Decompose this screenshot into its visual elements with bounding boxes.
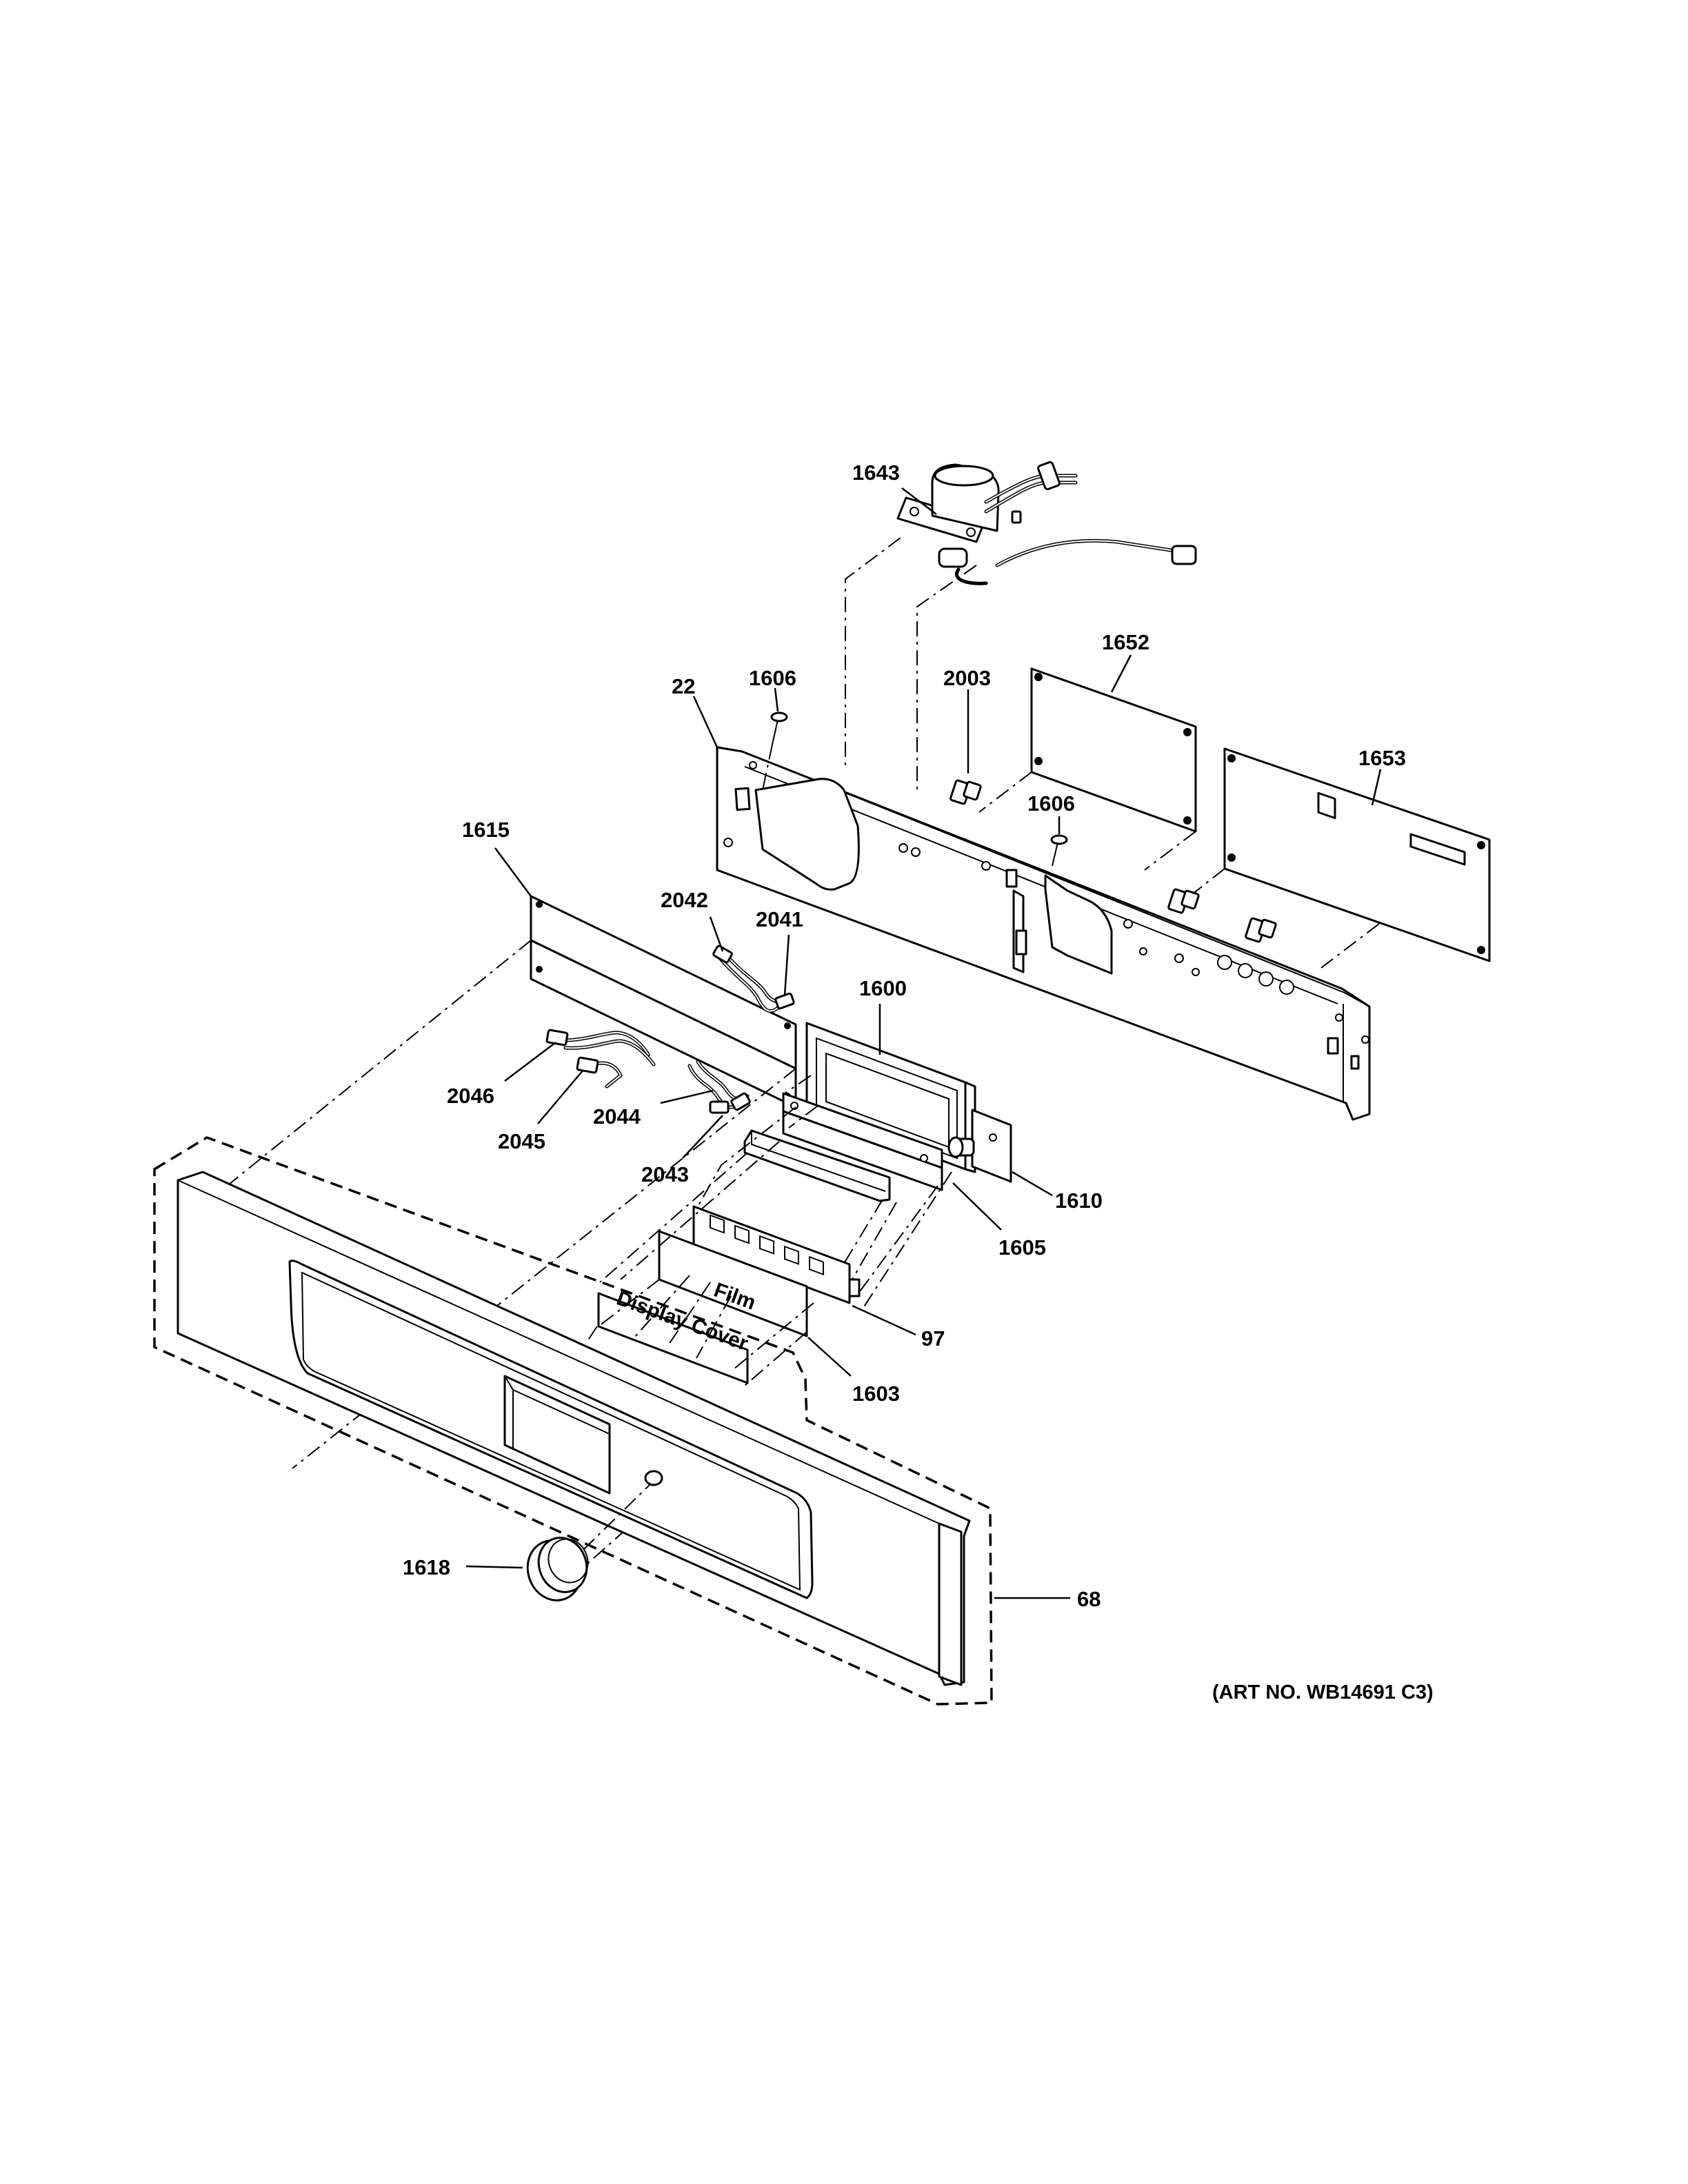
callout-1618: 1618 [403, 1555, 450, 1579]
callout-1615: 1615 [462, 818, 510, 842]
assembly-outline-68 [153, 1136, 993, 1706]
screw-1606-upper [770, 711, 788, 745]
transformer-1643 [896, 461, 1197, 585]
callout-2046: 2046 [447, 1084, 494, 1108]
connector-2003-a [950, 779, 982, 805]
callout-2003: 2003 [943, 666, 991, 690]
callout-1610: 1610 [1055, 1189, 1103, 1213]
bracket-1610 [947, 1109, 1012, 1183]
callout-2042: 2042 [661, 888, 708, 912]
callout-1606-upper: 1606 [749, 666, 796, 690]
callout-22: 22 [672, 674, 695, 698]
film-plate: Film [658, 1230, 808, 1337]
control-panel-face-68 [177, 1171, 971, 1686]
callout-1605: 1605 [998, 1235, 1046, 1260]
callout-68: 68 [1077, 1587, 1101, 1611]
keypad-97 [692, 1205, 861, 1304]
bracket-1605 [743, 1092, 943, 1202]
callout-1603: 1603 [852, 1382, 900, 1406]
callout-2044: 2044 [593, 1104, 641, 1129]
callout-1606-lower: 1606 [1027, 791, 1075, 816]
connector-2003-c [1245, 917, 1277, 943]
knob-1618 [526, 1537, 589, 1601]
callout-2045: 2045 [498, 1129, 545, 1153]
wire-harness-2041-2042 [712, 944, 795, 1013]
control-board-1653 [1223, 747, 1491, 962]
connector-2003-b [1167, 888, 1200, 914]
control-panel-frame-22 [716, 746, 1371, 1121]
callout-1652: 1652 [1102, 630, 1149, 654]
wire-harness-2043-2046 [545, 1029, 751, 1114]
screw-1606-lower [1050, 834, 1068, 867]
callout-2041: 2041 [756, 907, 803, 931]
callout-97: 97 [921, 1326, 945, 1351]
callout-1653: 1653 [1358, 746, 1406, 770]
callout-1600: 1600 [859, 976, 907, 1000]
callout-1643: 1643 [852, 461, 900, 485]
callout-2043: 2043 [641, 1162, 689, 1186]
art-number: (ART NO. WB14691 C3) [1212, 1681, 1434, 1703]
